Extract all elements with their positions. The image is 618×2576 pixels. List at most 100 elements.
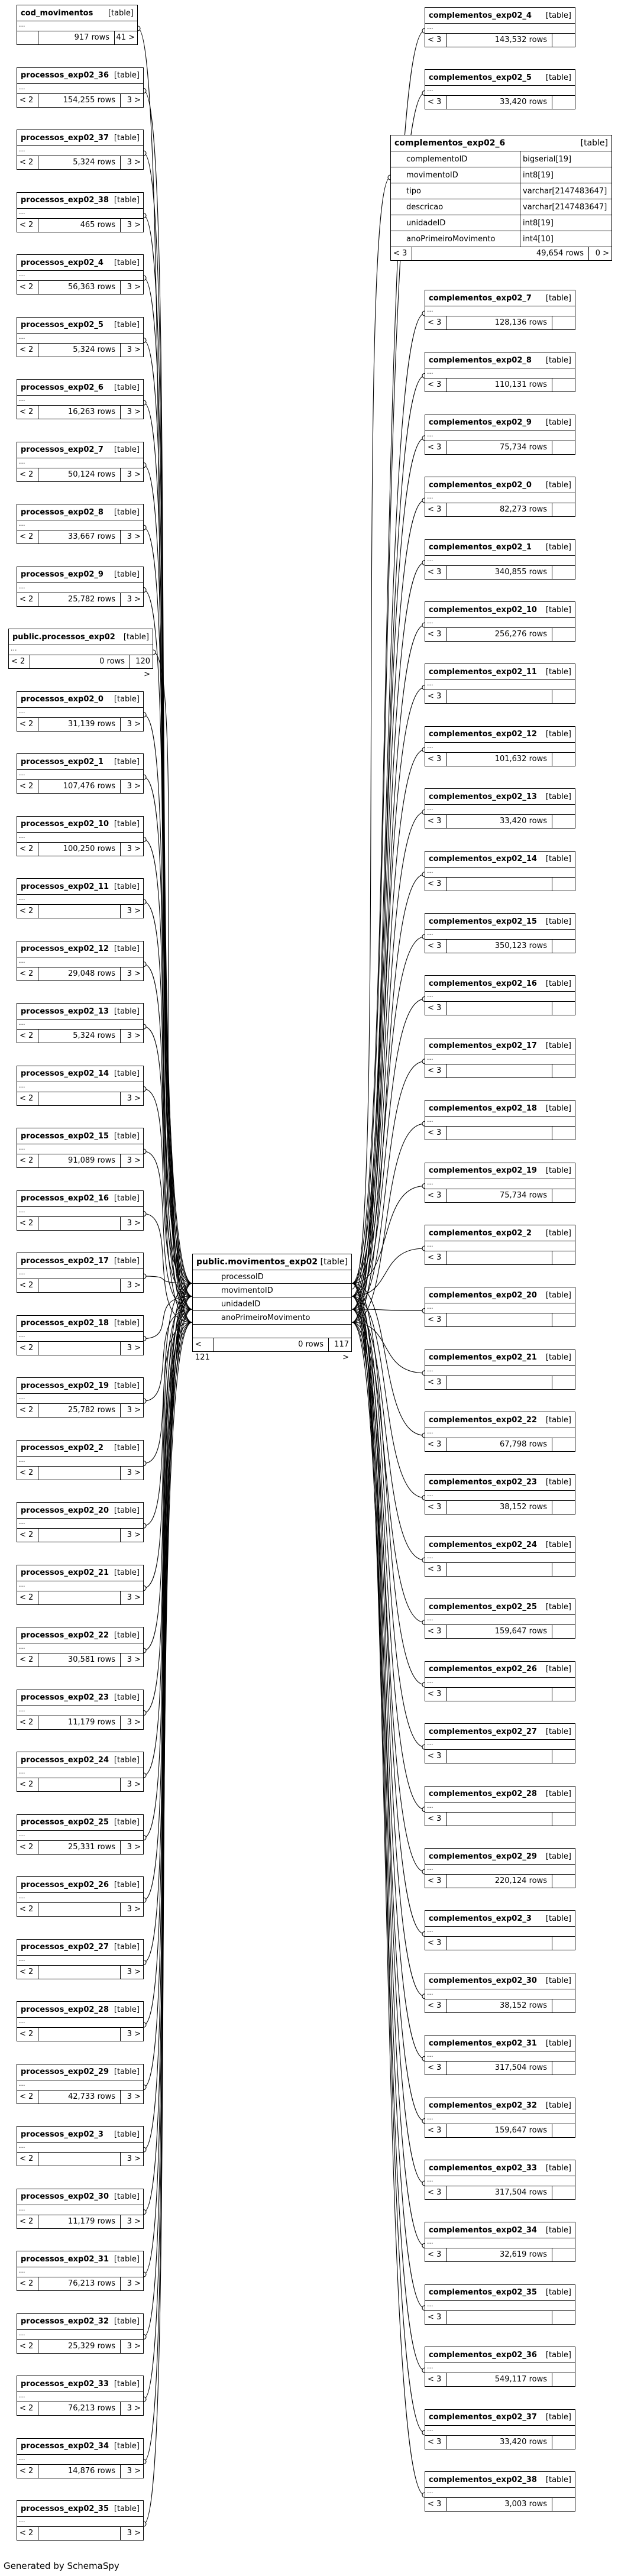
children-count[interactable]: 3 > — [127, 1093, 141, 1103]
table-name[interactable]: processos_exp02_35 — [21, 2504, 109, 2513]
parents-count[interactable]: < 3 — [425, 2498, 446, 2511]
parents-count[interactable]: < 3 — [425, 316, 446, 329]
table-name[interactable]: complementos_exp02_5 — [429, 73, 532, 82]
children-count[interactable]: 3 > — [127, 95, 141, 105]
parents-count[interactable]: < 3 — [425, 1127, 446, 1140]
table-name[interactable]: complementos_exp02_20 — [429, 1290, 537, 1300]
table-name[interactable]: processos_exp02_21 — [21, 1568, 109, 1577]
children-count[interactable]: 3 > — [127, 2030, 141, 2038]
parents-count[interactable]: < 3 — [425, 1750, 446, 1763]
parents-count[interactable]: < 2 — [17, 156, 38, 169]
table-box-right-15[interactable]: complementos_exp02_18[table]...< 3 — [425, 1100, 575, 1141]
table-name[interactable]: processos_exp02_34 — [21, 2442, 109, 2451]
table-name[interactable]: processos_exp02_9 — [21, 570, 103, 579]
children-count[interactable] — [552, 1376, 575, 1389]
children-count[interactable] — [552, 690, 575, 703]
table-box-right-13[interactable]: complementos_exp02_16[table]...< 3 — [425, 975, 575, 1016]
table-name[interactable]: processos_exp02_0 — [21, 695, 103, 704]
children-count[interactable] — [552, 878, 575, 891]
children-count[interactable] — [552, 1937, 575, 1950]
table-name[interactable]: processos_exp02_10 — [21, 820, 109, 829]
table-name[interactable]: complementos_exp02_12 — [429, 730, 537, 739]
parents-count[interactable]: < 3 — [425, 752, 446, 766]
parents-count[interactable]: < 2 — [17, 842, 38, 856]
children-count[interactable]: 3 > — [127, 2279, 141, 2288]
parents-count[interactable] — [17, 31, 38, 44]
children-count[interactable] — [552, 1625, 575, 1638]
table-name[interactable]: processos_exp02_15 — [21, 1131, 109, 1141]
table-name[interactable]: complementos_exp02_24 — [429, 1540, 537, 1549]
parents-count[interactable]: < 2 — [17, 1840, 38, 1854]
parents-count[interactable]: < 2 — [17, 1341, 38, 1355]
children-count[interactable]: 3 > — [127, 2092, 141, 2101]
table-name[interactable]: complementos_exp02_33 — [429, 2163, 537, 2173]
parents-count[interactable]: < 2 — [17, 780, 38, 793]
parents-count[interactable]: < 3 — [425, 1002, 446, 1015]
table-name[interactable]: public.movimentos_exp02 — [196, 1257, 318, 1267]
parents-count[interactable]: < 2 — [17, 2339, 38, 2353]
parents-count[interactable]: < 2 — [17, 2402, 38, 2415]
parents-count[interactable]: < 3 — [425, 1376, 446, 1389]
table-name[interactable]: complementos_exp02_10 — [429, 605, 537, 614]
table-name[interactable]: complementos_exp02_21 — [429, 1353, 537, 1363]
table-name[interactable]: complementos_exp02_29 — [429, 1852, 537, 1861]
table-name[interactable]: cod_movimentos — [21, 8, 93, 18]
table-name[interactable]: processos_exp02_2 — [21, 1444, 103, 1452]
table-name[interactable]: processos_exp02_36 — [21, 71, 109, 80]
table-name[interactable]: complementos_exp02_14 — [429, 855, 537, 864]
parents-count[interactable]: < 2 — [17, 281, 38, 294]
table-name[interactable]: processos_exp02_38 — [21, 196, 109, 205]
children-count[interactable] — [552, 2436, 575, 2449]
table-name[interactable]: complementos_exp02_28 — [429, 1789, 537, 1799]
children-count[interactable] — [552, 1563, 575, 1576]
children-count[interactable] — [552, 815, 575, 828]
children-count[interactable]: 3 > — [127, 1593, 141, 1602]
table-name[interactable]: processos_exp02_6 — [21, 383, 103, 392]
parents-count[interactable]: < 2 — [17, 530, 38, 543]
parents-count[interactable]: < 2 — [17, 1965, 38, 1979]
table-name[interactable]: processos_exp02_29 — [21, 2067, 109, 2076]
parents-count[interactable]: < 2 — [17, 93, 38, 107]
parents-count[interactable]: < 2 — [17, 967, 38, 980]
column-row[interactable]: movimentoID — [193, 1284, 351, 1297]
children-count[interactable]: 3 > — [127, 1717, 141, 1727]
children-count[interactable]: 3 > — [127, 1655, 141, 1664]
parents-count[interactable]: < 3 — [425, 34, 446, 47]
parents-count[interactable]: < 3 — [425, 503, 446, 517]
children-count[interactable]: 3 > — [127, 283, 141, 292]
table-name[interactable]: complementos_exp02_1 — [429, 543, 532, 552]
table-name[interactable]: public.processos_exp02 — [12, 632, 115, 642]
table-name[interactable]: complementos_exp02_22 — [429, 1415, 537, 1425]
children-count[interactable] — [552, 1813, 575, 1826]
table-name[interactable]: processos_exp02_17 — [21, 1256, 109, 1266]
table-name[interactable]: processos_exp02_32 — [21, 2317, 109, 2326]
children-count[interactable]: 3 > — [127, 782, 141, 791]
parents-count[interactable]: < 2 — [17, 1778, 38, 1791]
table-name[interactable]: processos_exp02_1 — [21, 757, 103, 766]
parents-count[interactable]: < 2 — [17, 468, 38, 481]
parents-count[interactable]: < 3 — [425, 2062, 446, 2075]
table-name[interactable]: processos_exp02_12 — [21, 944, 109, 953]
parents-count[interactable]: < 2 — [17, 1903, 38, 1916]
children-count[interactable] — [552, 1002, 575, 1015]
children-count[interactable]: 3 > — [127, 158, 141, 167]
